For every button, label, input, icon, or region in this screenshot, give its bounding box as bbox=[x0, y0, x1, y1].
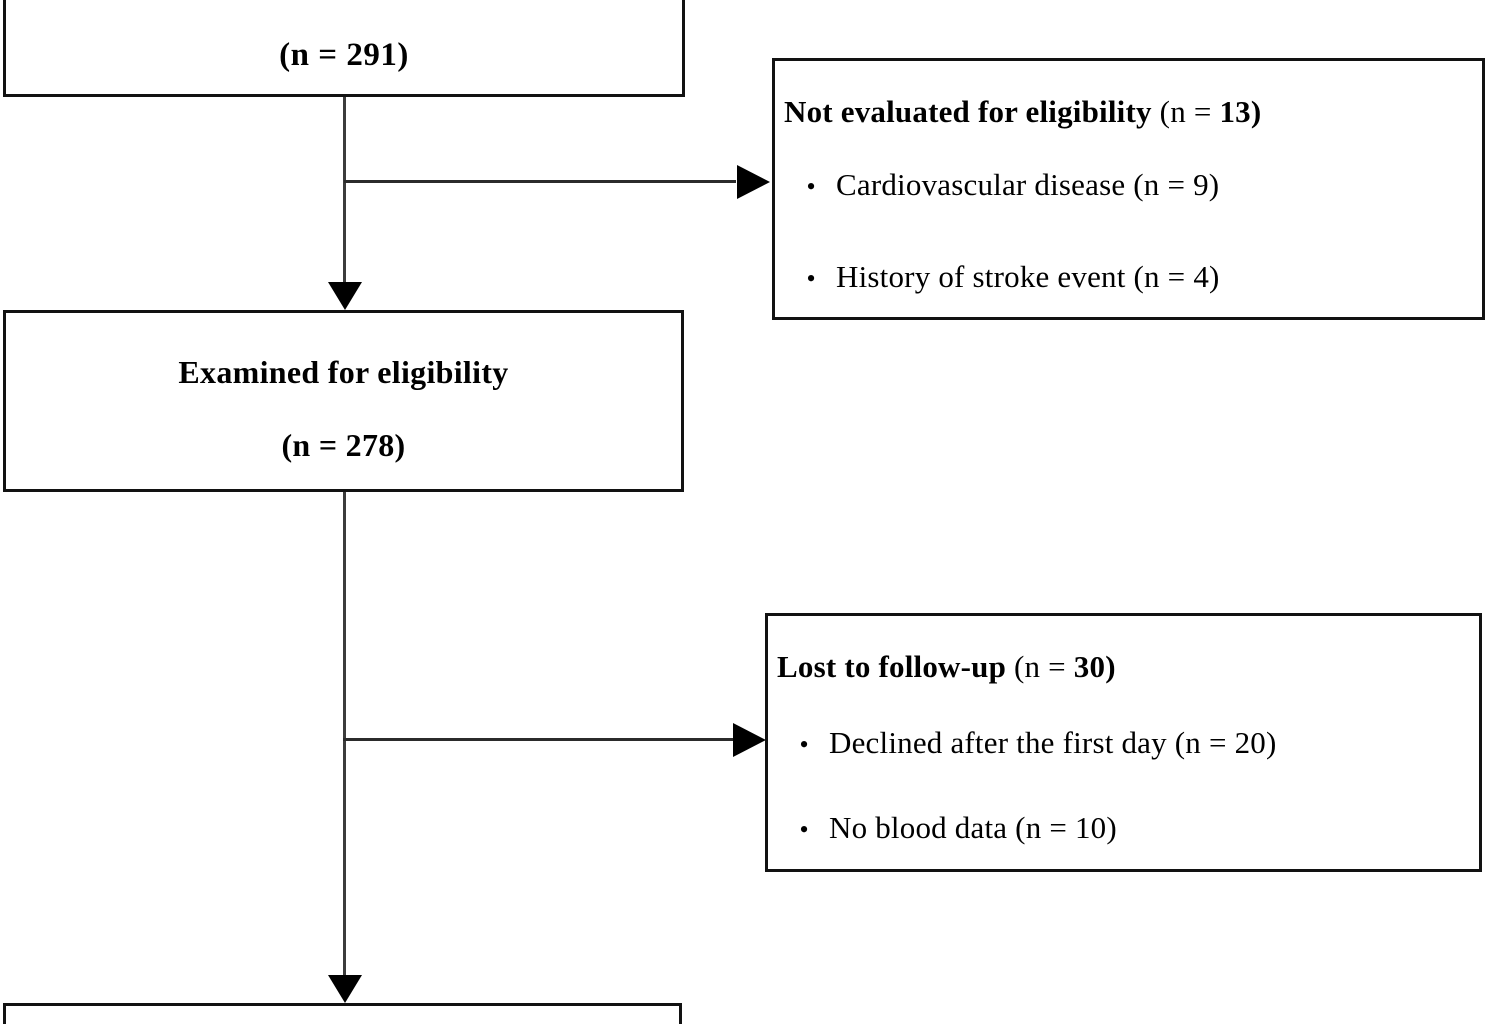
not-evaluated-heading-count: 13) bbox=[1219, 94, 1262, 129]
node-examined-count: (n = 278) bbox=[281, 427, 406, 463]
not-evaluated-item-label: Cardiovascular disease (n = 9) bbox=[836, 167, 1220, 202]
connector-examined-to-lost-line bbox=[343, 738, 733, 741]
connector-enrolled-to-examined-line bbox=[343, 97, 346, 287]
lost-to-follow-up-heading-n: (n = bbox=[1013, 649, 1074, 684]
bullet-icon: • bbox=[806, 172, 816, 201]
arrowhead-right-to-lost bbox=[733, 723, 766, 757]
node-examined-title: Examined for eligibility bbox=[178, 354, 509, 390]
node-enrolled-count: (n = 291) bbox=[279, 37, 409, 73]
bullet-icon: • bbox=[799, 730, 809, 759]
lost-to-follow-up-item: • No blood data (n = 10) bbox=[779, 812, 1483, 843]
lost-to-follow-up-item-label: Declined after the first day (n = 20) bbox=[829, 725, 1277, 760]
not-evaluated-item: • Cardiovascular disease (n = 9) bbox=[786, 169, 1483, 200]
node-not-evaluated bbox=[772, 58, 1485, 320]
not-evaluated-heading: Not evaluated for eligibility (n = 13) bbox=[784, 96, 1261, 127]
lost-to-follow-up-item: • Declined after the first day (n = 20) bbox=[779, 727, 1483, 758]
lost-to-follow-up-heading-label: Lost to follow-up bbox=[777, 649, 1014, 684]
not-evaluated-item-label: History of stroke event (n = 4) bbox=[836, 259, 1220, 294]
node-lost-to-follow-up bbox=[765, 613, 1482, 872]
not-evaluated-heading-label: Not evaluated for eligibility bbox=[784, 94, 1160, 129]
bullet-icon: • bbox=[806, 264, 816, 293]
lost-to-follow-up-heading-count: 30) bbox=[1073, 649, 1116, 684]
node-examined: Examined for eligibility (n = 278) bbox=[3, 310, 684, 492]
not-evaluated-item: • History of stroke event (n = 4) bbox=[786, 261, 1483, 292]
arrowhead-right-to-not-evaluated bbox=[737, 165, 770, 199]
node-enrolled: (n = 291) bbox=[3, 0, 685, 97]
connector-enrolled-to-not-evaluated-line bbox=[344, 180, 736, 183]
not-evaluated-heading-n: (n = bbox=[1159, 94, 1220, 129]
arrowhead-down-to-bottom bbox=[328, 975, 362, 1003]
arrowhead-down-to-examined bbox=[328, 282, 362, 310]
node-analysed bbox=[3, 1003, 682, 1024]
bullet-icon: • bbox=[799, 815, 809, 844]
lost-to-follow-up-item-label: No blood data (n = 10) bbox=[829, 810, 1117, 845]
connector-examined-to-bottom-line bbox=[343, 492, 346, 980]
lost-to-follow-up-heading: Lost to follow-up (n = 30) bbox=[777, 651, 1116, 682]
